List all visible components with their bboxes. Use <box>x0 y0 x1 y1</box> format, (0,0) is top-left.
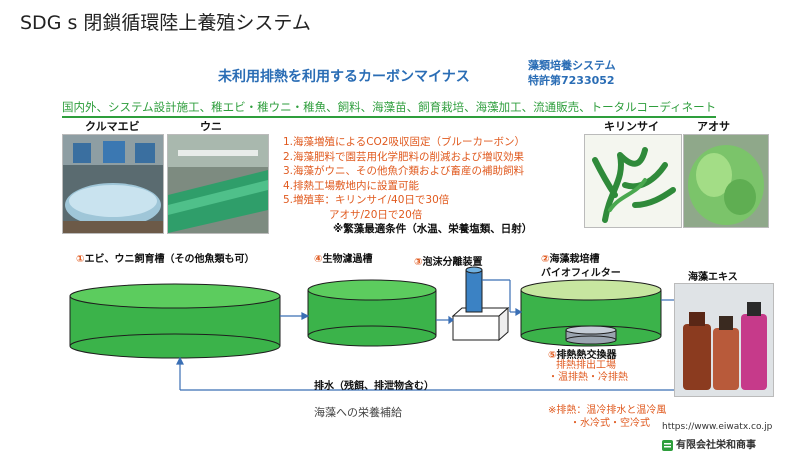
aosa-image <box>684 135 768 227</box>
photo-label-aosa: アオサ <box>697 120 730 133</box>
aosa-photo <box>683 134 769 228</box>
point-3: 3.海藻がウニ、その他魚介類および畜産の補助飼料 <box>283 165 525 177</box>
point-5: 5.増殖率：キリンサイ/40日で30倍 <box>283 194 450 206</box>
nutrient-label: 海藻への栄養補給 <box>314 406 402 419</box>
extract-photo <box>674 283 774 397</box>
point-4: 4.排熱工場敷地内に設置可能 <box>283 179 420 192</box>
kirinsai-photo <box>584 134 682 228</box>
services-banner: 国内外、システム設計施工、稚エビ・稚ウニ・稚魚、飼料、海藻苗、飼育栽培、海藻加工… <box>62 99 717 118</box>
stage-3-text: 泡沫分離装置 <box>422 257 483 268</box>
company-name: 有限会社栄和商事 <box>676 440 756 451</box>
point-5-cont: アオサ/20日で20倍 <box>329 208 423 221</box>
key-points: 1.海藻増殖によるCO2吸収固定（ブルーカーボン） 2.海藻肥料で園芸用化学肥料… <box>283 135 532 237</box>
exhaust-heat-note: ※排熱：温冷排水と温冷風 ・水冷式・空冷式 <box>548 404 666 430</box>
rearing-tank <box>69 283 281 359</box>
stage-4-label: ④生物濾過槽 <box>314 250 372 265</box>
company-logo-icon <box>662 436 673 455</box>
photo-label-urchin: ウニ <box>200 120 222 133</box>
company-url[interactable]: https://www.eiwatx.co.jp <box>662 422 773 432</box>
biofilter-label: バイオフィルター <box>541 268 621 279</box>
bio-filter-tank <box>307 279 437 347</box>
photo-label-shrimp: クルマエビ <box>85 120 140 133</box>
heat-source: 排熱排出工場 ・温排熱・冷排熱 <box>548 360 628 384</box>
patent-note-line2: 特許第7233052 <box>528 74 615 87</box>
patent-note: 藻類培養システム 特許第7233052 <box>528 58 616 88</box>
heat-source-line2: ・温排熱・冷排熱 <box>548 372 628 383</box>
stage-1-text: エビ、ウニ飼育槽（その他魚類も可） <box>84 254 255 265</box>
seaweed-tank <box>520 279 662 347</box>
optimal-conditions: ※繁藻最適条件（水温、栄養塩類、日射） <box>333 223 533 235</box>
subtitle: 未利用排熱を利用するカーボンマイナス <box>218 69 470 85</box>
kirinsai-image <box>585 135 681 227</box>
stage-4-text: 生物濾過槽 <box>322 254 373 265</box>
stage-3-label: ③泡沫分離装置 <box>414 253 482 268</box>
note-line1: ※排熱：温冷排水と温冷風 <box>548 405 667 416</box>
urchin-tank-image <box>168 135 268 233</box>
point-2: 2.海藻肥料で園芸用化学肥料の削減および増収効果 <box>283 150 525 163</box>
drain-label: 排水（残餌、排泄物含む） <box>314 381 434 392</box>
stage-3-number: ③ <box>414 257 423 268</box>
foam-separator <box>451 266 510 342</box>
stage-2-label: ②海藻栽培槽 <box>541 250 599 265</box>
stage-5-number: ⑤ <box>548 350 557 361</box>
heat-source-line1: 排熱排出工場 <box>556 360 616 371</box>
stage-5-text: 排熱熱交換器 <box>556 350 617 361</box>
extract-label: 海藻エキス <box>688 272 738 283</box>
stage-1-number: ① <box>76 254 85 265</box>
urchin-tank-photo <box>167 134 269 234</box>
stage-5-label: ⑤排熱熱交換器 <box>548 346 616 361</box>
shrimp-tank-photo <box>62 134 164 234</box>
extract-bottles-image <box>675 284 773 396</box>
page-title: SDG s 閉鎖循環陸上養殖システム <box>20 12 311 34</box>
photo-label-kirinsai: キリンサイ <box>604 120 659 133</box>
stage-2-text: 海藻栽培槽 <box>549 254 600 265</box>
heat-exchanger <box>565 325 617 345</box>
stage-1-label: ①エビ、ウニ飼育槽（その他魚類も可） <box>76 250 254 265</box>
stage-2-number: ② <box>541 254 550 265</box>
point-1: 1.海藻増殖によるCO2吸収固定（ブルーカーボン） <box>283 136 525 148</box>
note-line2: ・水冷式・空冷式 <box>570 418 650 429</box>
stage-4-number: ④ <box>314 254 323 265</box>
patent-note-line1: 藻類培養システム <box>528 59 616 72</box>
shrimp-tank-image <box>63 135 163 233</box>
